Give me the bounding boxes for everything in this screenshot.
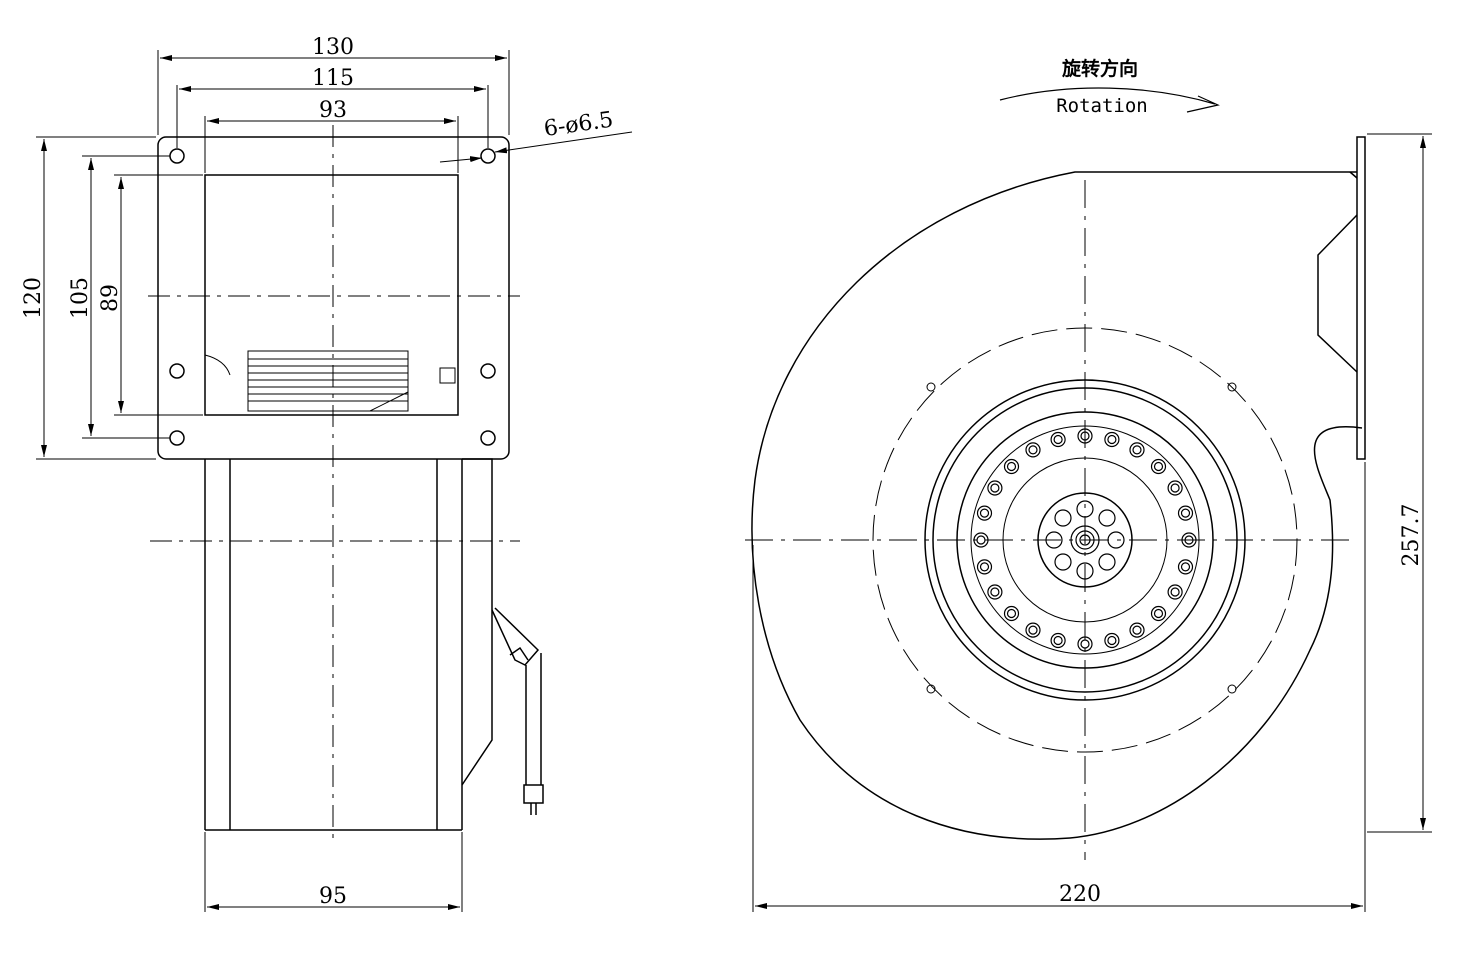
dim-115: 115: [312, 66, 354, 91]
rotor-hole: [1167, 584, 1183, 600]
rotor-hole: [1003, 605, 1020, 622]
rotor-hole-inner: [990, 483, 1000, 493]
mounting-screws: [926, 382, 1237, 694]
rotor-hole: [1104, 632, 1120, 649]
rotor-hole-inner: [1107, 635, 1117, 646]
rotor-hole: [976, 559, 993, 575]
housing-body: [204, 458, 493, 831]
rotor-hole-inner: [1006, 608, 1017, 619]
rotation-label-en: Rotation: [1056, 95, 1148, 117]
rotor-hole-inner: [1180, 508, 1191, 518]
rotor-hole-inner: [1028, 625, 1038, 635]
dim-257-7: 257.7: [1399, 504, 1424, 567]
rotor-hole-inner: [1053, 434, 1063, 445]
dim-120: 120: [21, 277, 46, 319]
rotor-hole: [1167, 480, 1183, 496]
scroll-housing: [751, 171, 1363, 840]
rotor-hole-inner: [1107, 434, 1117, 445]
rotor-hole-inner: [976, 535, 986, 545]
rotor-hole-inner: [1132, 625, 1142, 635]
side-view: [745, 87, 1366, 860]
rotor-hole: [1050, 431, 1066, 448]
rotor-hole: [1150, 605, 1167, 622]
cable: [491, 607, 544, 815]
rotor-hole-inner: [1028, 445, 1038, 455]
rotor-hole: [1129, 442, 1145, 458]
rotor-hole: [976, 505, 993, 521]
rotor-hole: [1025, 442, 1041, 458]
rotor-hole-inner: [1053, 635, 1063, 646]
rotor-hole: [1150, 458, 1167, 475]
rotor-hole: [987, 480, 1003, 496]
dim-105: 105: [68, 277, 93, 319]
rotor-hole-inner: [1180, 562, 1191, 572]
dim-95: 95: [319, 884, 347, 909]
mounting-holes: [169, 148, 496, 446]
front-dimensions: [36, 50, 633, 912]
dim-130: 130: [312, 35, 354, 60]
rotor-hole-inner: [1153, 608, 1164, 619]
rotor-hole-inner: [1132, 445, 1142, 455]
impeller-blades: [204, 350, 456, 412]
rotation-arrow: [999, 87, 1220, 113]
rotor-hole-inner: [1006, 461, 1017, 472]
rotation-label-cn: 旋转方向: [1061, 57, 1138, 80]
dim-89: 89: [98, 284, 123, 312]
rotor-hole: [1177, 505, 1194, 521]
rotor-hole-inner: [990, 587, 1000, 597]
rotor-hole-inner: [1170, 587, 1180, 597]
front-view: [148, 125, 544, 840]
side-labels: 旋转方向 Rotation 220 257.7: [1056, 57, 1424, 907]
rotor-hole: [1050, 632, 1066, 649]
side-dimensions: [752, 133, 1432, 912]
center-lines: [148, 125, 520, 840]
dim-220: 220: [1059, 882, 1101, 907]
outlet-opening: [204, 174, 459, 416]
rotor-hole-inner: [1170, 483, 1180, 493]
rotor-hole: [1104, 431, 1120, 448]
rotor-hole: [1003, 458, 1020, 475]
rotor-hole-inner: [979, 562, 990, 572]
dim-hole-spec: 6-ø6.5: [542, 107, 614, 141]
outlet-throat: [1317, 214, 1358, 373]
rotor-holes: [973, 428, 1197, 652]
rotor-hole: [1177, 559, 1194, 575]
rotor-hole: [1129, 622, 1145, 638]
rotor-hole-inner: [1153, 461, 1164, 472]
dim-93: 93: [319, 98, 347, 123]
side-center-lines: [745, 180, 1352, 860]
rotor-hole: [1025, 622, 1041, 638]
rotor-hole: [987, 584, 1003, 600]
rotor-hole-inner: [1080, 639, 1090, 649]
outlet-flange: [1356, 136, 1366, 460]
rotor-hole-inner: [979, 508, 990, 518]
